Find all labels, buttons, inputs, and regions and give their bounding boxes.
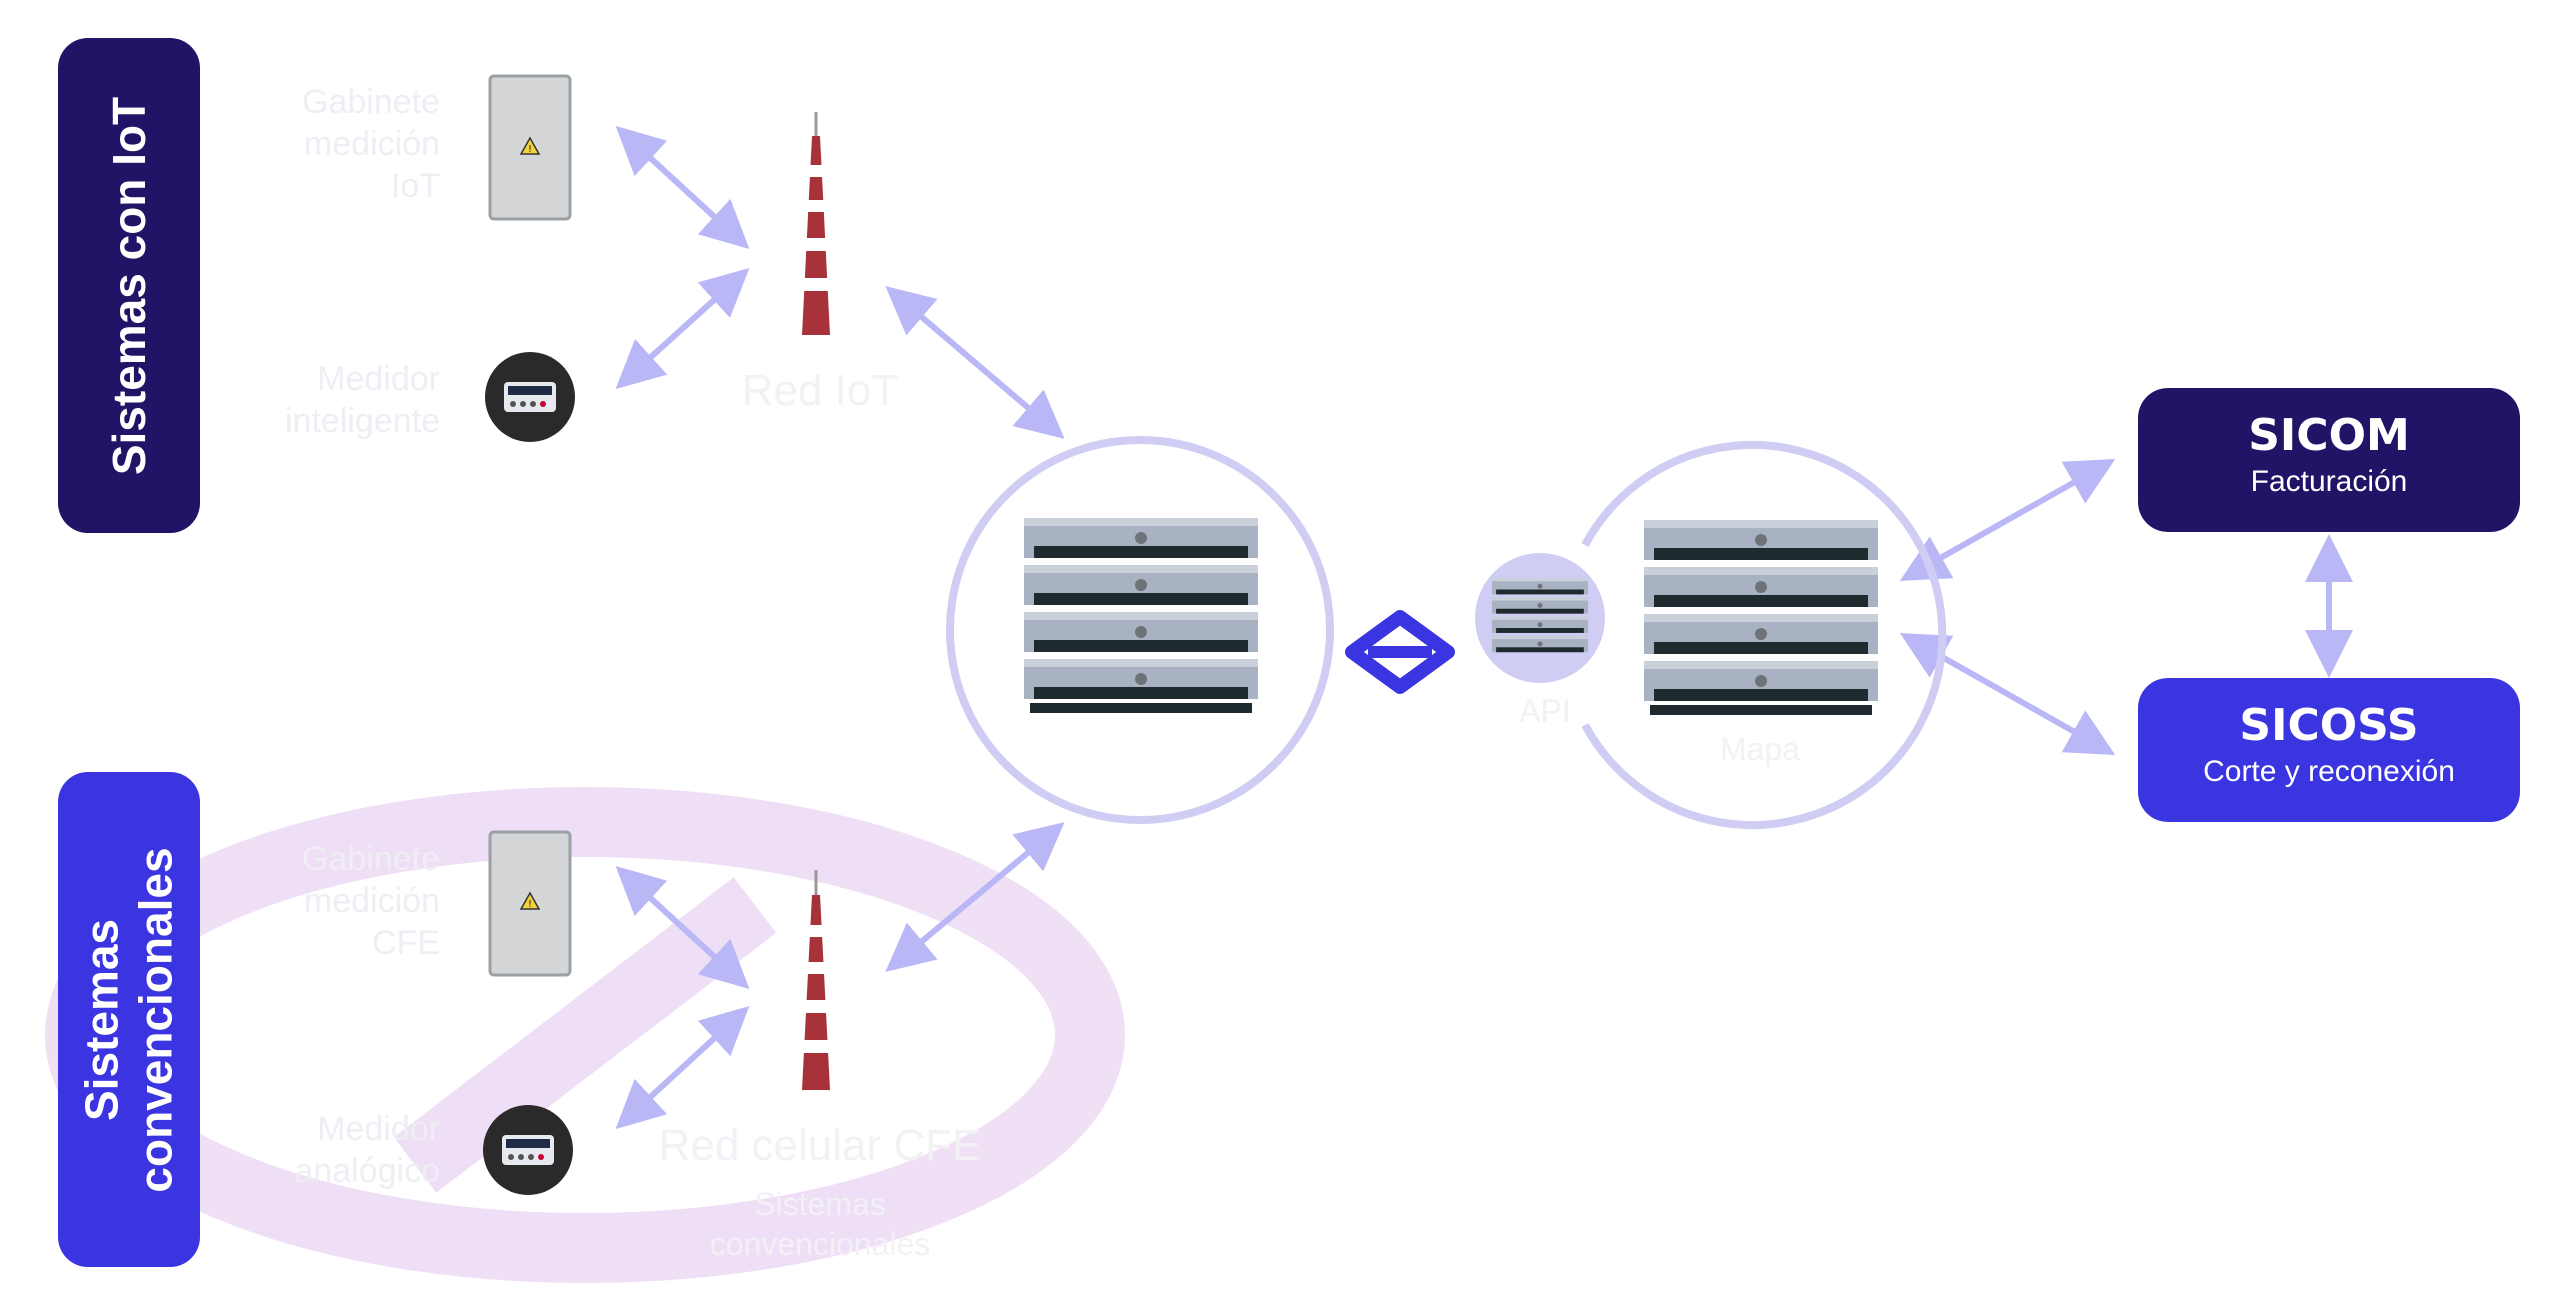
sicoss-title: SICOSS <box>2239 700 2419 751</box>
map-server-node <box>1581 441 1947 829</box>
svg-text:!: ! <box>528 899 532 910</box>
svg-text:Red celular CFE: Red celular CFE <box>659 1121 982 1170</box>
sicom-title: SICOM <box>2248 410 2410 461</box>
svg-text:!: ! <box>528 144 532 155</box>
svg-text:Gabinete: Gabinete <box>302 83 440 121</box>
svg-text:Sistemas: Sistemas <box>754 1186 886 1222</box>
svg-text:Medidor: Medidor <box>317 1110 440 1148</box>
api-node <box>1475 553 1605 683</box>
svg-text:API: API <box>1519 693 1571 729</box>
svg-text:inteligente: inteligente <box>285 402 440 440</box>
meter-icon <box>485 352 575 442</box>
prohibited-icon <box>45 787 1125 1283</box>
group-conventional: Sistemas convencionales <box>58 772 200 1267</box>
svg-text:medición: medición <box>304 125 440 163</box>
group-conventional-label-line1: Sistemas <box>76 918 129 1121</box>
sicom-box: SICOM Facturación <box>2138 388 2520 532</box>
svg-text:Mapa: Mapa <box>1720 731 1800 767</box>
meter-icon <box>483 1105 573 1195</box>
sicoss-subtitle: Corte y reconexión <box>2203 755 2455 788</box>
svg-text:IoT: IoT <box>391 167 440 205</box>
server-rack-icon <box>1644 520 1878 715</box>
server-rack-icon <box>1024 518 1258 713</box>
group-iot-label: Sistemas con IoT <box>103 96 155 475</box>
svg-text:Gabinete: Gabinete <box>302 840 440 878</box>
sync-diamond-icon <box>1345 610 1455 694</box>
svg-text:Medidor: Medidor <box>317 360 440 398</box>
svg-text:convencionales: convencionales <box>710 1226 931 1262</box>
sicoss-box: SICOSS Corte y reconexión <box>2138 678 2520 822</box>
antenna-tower-icon <box>802 112 830 335</box>
cabinet-icon: ! <box>488 830 572 977</box>
antenna-tower-icon <box>802 870 830 1090</box>
group-conventional-label-line2: convencionales <box>130 846 183 1193</box>
sicom-subtitle: Facturación <box>2250 465 2408 498</box>
svg-text:CFE: CFE <box>372 924 440 962</box>
cabinet-icon: ! <box>488 74 572 221</box>
svg-text:analógico: analógico <box>294 1152 440 1190</box>
iot-server-node <box>946 436 1334 824</box>
svg-text:Red IoT: Red IoT <box>742 366 899 415</box>
group-iot: Sistemas con IoT <box>58 38 200 533</box>
svg-text:medición: medición <box>304 882 440 920</box>
